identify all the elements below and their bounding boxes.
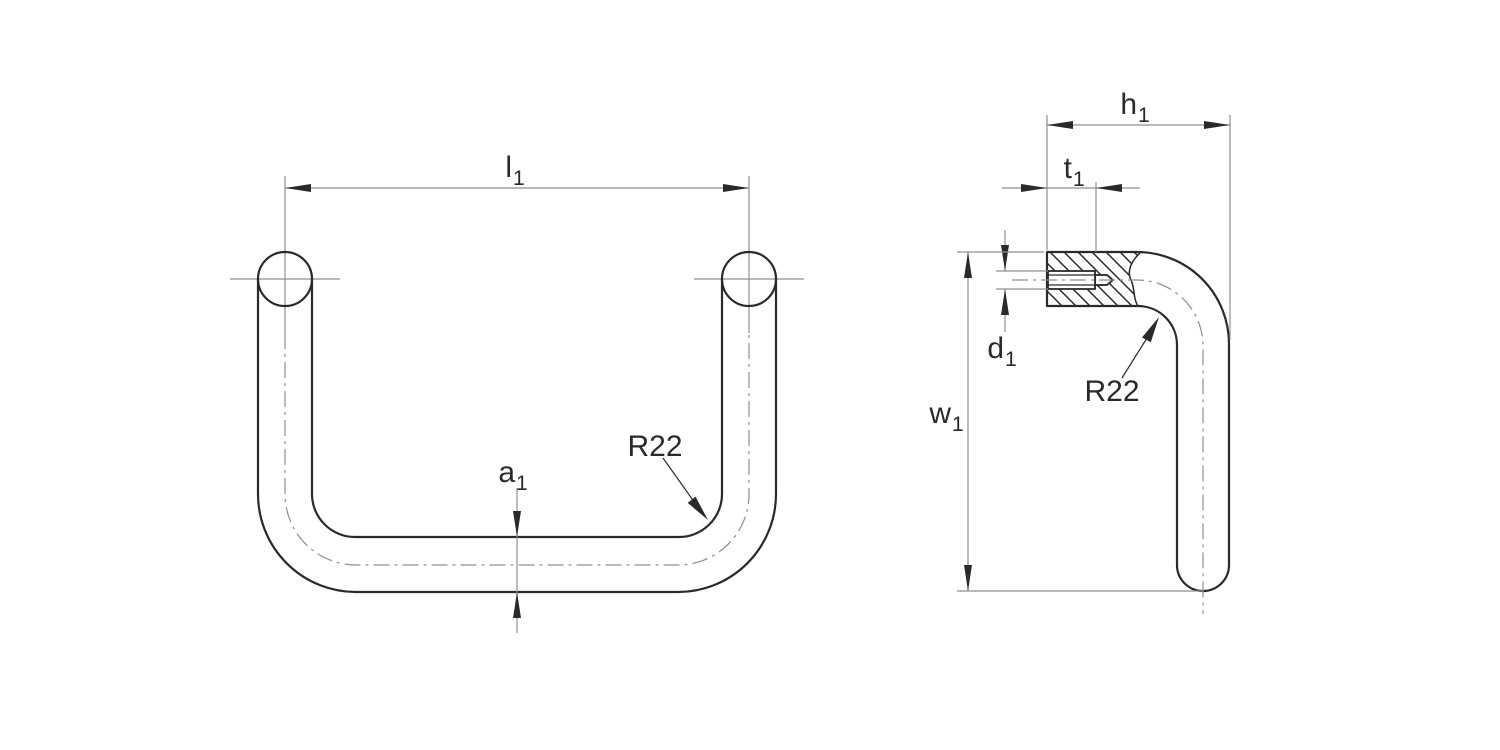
side-centerlines [1012,279,1204,614]
side-radius-callout: R22 [1084,317,1159,408]
w1-label: w [928,397,951,430]
front-r22-label: R22 [627,430,682,463]
dimension-d1: d 1 [987,230,1048,371]
h1-label: h [1120,88,1137,121]
t1-left-arrow [1021,184,1047,192]
h1-right-arrow [1204,121,1230,129]
dimension-a1: a 1 [498,456,528,633]
h1-left-arrow [1047,121,1073,129]
w1-top-arrow [964,252,972,278]
side-part-outline [1045,250,1231,593]
l1-right-arrow [723,184,749,192]
a1-label: a [498,456,515,489]
front-r22-arrow [687,496,708,520]
t1-label: t [1064,152,1073,185]
w1-label-subscript: 1 [952,413,964,436]
d1-down-arrow [1001,245,1009,271]
a1-label-subscript: 1 [516,472,528,495]
h1-label-subscript: 1 [1138,104,1150,127]
l1-left-arrow [285,184,311,192]
l1-label: l [505,151,512,184]
d1-label: d [987,332,1004,365]
tube-centerline [284,333,750,566]
side-r22-arrow [1142,317,1159,343]
t1-label-subscript: 1 [1073,168,1085,191]
side-r22-label: R22 [1084,375,1139,408]
dimension-t1: t 1 [1002,152,1140,252]
d1-label-subscript: 1 [1005,348,1017,371]
dimension-l1: l 1 [285,151,749,192]
t1-right-arrow [1096,184,1122,192]
w1-bottom-arrow [964,565,972,591]
d1-up-arrow [1001,289,1009,315]
side-view: h 1 t 1 d 1 [928,88,1231,614]
side-tube-centerline [1012,279,1204,614]
front-view: l 1 a 1 R22 [230,151,804,633]
front-radius-callout: R22 [627,430,708,520]
a1-top-arrow [513,511,521,537]
dimension-w1: w 1 [928,251,1203,592]
l1-label-subscript: 1 [513,167,525,190]
dimension-h1: h 1 [1046,88,1231,340]
a1-bottom-arrow [513,592,521,618]
side-r22-leader-line [1121,337,1148,379]
